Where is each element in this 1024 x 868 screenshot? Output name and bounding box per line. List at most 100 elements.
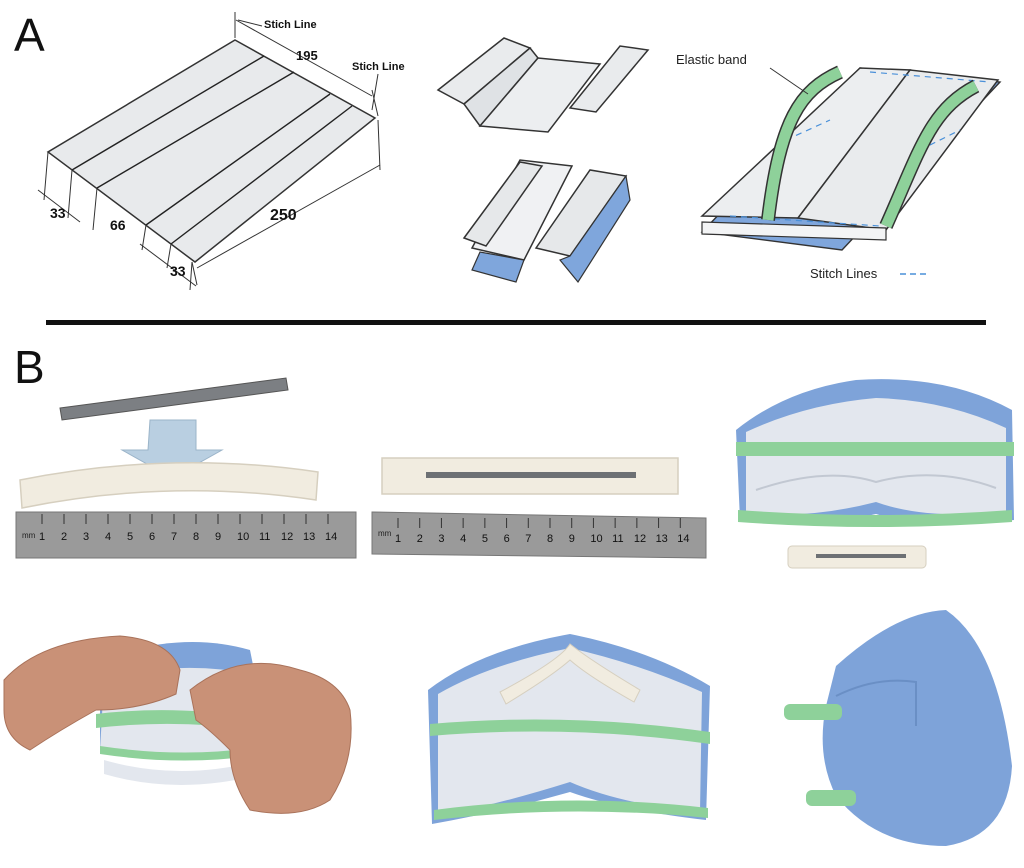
right-hand xyxy=(189,662,352,814)
ruler-tick-label: 12 xyxy=(281,531,293,543)
elastic-band-bottom xyxy=(738,510,1012,527)
dim-tick xyxy=(92,187,98,231)
ruler-tick-label: 5 xyxy=(127,531,133,543)
ruler-unit: mm xyxy=(378,529,392,538)
ruler-tick-label: 8 xyxy=(193,531,199,543)
ruler-tick-label: 2 xyxy=(61,531,67,543)
stitch-line xyxy=(869,71,991,83)
elastic-loop-top xyxy=(784,704,842,720)
width-dimension: 195 xyxy=(296,48,318,63)
ruler-body xyxy=(371,511,707,559)
left-hand xyxy=(3,635,181,751)
dim-tick xyxy=(371,89,379,117)
ruler-tick-label: 11 xyxy=(259,531,270,543)
mask-fold-crease xyxy=(755,474,997,491)
dim-line xyxy=(37,189,81,223)
ruler-tick-label: 9 xyxy=(215,531,221,543)
ruler-tick-label: 11 xyxy=(612,533,623,545)
leader-line xyxy=(371,73,379,111)
stitch-line-right-label: Stich Line xyxy=(352,61,405,73)
dim-tick xyxy=(191,261,198,286)
ruler-tick-label: 8 xyxy=(547,533,553,545)
ruler-tick-label: 4 xyxy=(105,531,111,543)
elastic-band-top xyxy=(430,719,710,744)
dim-line xyxy=(139,243,197,287)
ruler-tick-label: 3 xyxy=(438,533,444,545)
dim-line xyxy=(235,19,373,97)
elastic-band-label: Elastic band xyxy=(676,52,747,67)
ruler-tick-label: 9 xyxy=(569,533,575,545)
folded-flap-left xyxy=(462,161,544,247)
section-divider xyxy=(46,320,986,325)
ruler-tick-label: 14 xyxy=(325,531,337,543)
length-dimension: 250 xyxy=(270,207,297,224)
ruler-tick-label: 13 xyxy=(656,533,668,545)
leader-line xyxy=(769,67,809,95)
fold-panel-center xyxy=(478,57,602,133)
ruler-tick-label: 12 xyxy=(634,533,646,545)
mask-body xyxy=(822,610,1012,846)
dim-tick xyxy=(43,151,49,201)
segment-left-dimension: 33 xyxy=(50,205,66,221)
foam-nose-piece xyxy=(499,643,641,705)
mask-white-inner xyxy=(746,398,1006,515)
dim-tick xyxy=(377,119,381,171)
dim-tick xyxy=(67,169,73,219)
stitch-line xyxy=(729,215,881,227)
stitch-line-top-label: Stich Line xyxy=(264,19,317,31)
elastic-loop-bottom xyxy=(806,790,856,806)
stitch-line xyxy=(919,129,961,151)
elastic-band-bottom xyxy=(100,746,252,761)
fold-line xyxy=(170,105,353,245)
leader-line xyxy=(237,19,263,27)
photo-mask-interior xyxy=(736,379,1014,569)
stitch-lines-label: Stitch Lines xyxy=(810,266,878,281)
ruler-tick-label: 3 xyxy=(83,531,89,543)
fold-line xyxy=(145,93,331,226)
ruler-tick-label: 10 xyxy=(237,531,249,543)
blue-underside-left xyxy=(471,251,525,283)
elastic-band-top xyxy=(736,442,1014,456)
panel-label-b: B xyxy=(14,341,45,393)
ruler-unit: mm xyxy=(22,531,36,540)
ruler-tick-label: 6 xyxy=(149,531,155,543)
embedded-wire xyxy=(426,472,636,478)
ruler-tick-label: 5 xyxy=(482,533,488,545)
ruler-tick-label: 13 xyxy=(303,531,315,543)
ruler-tick-label: 7 xyxy=(171,531,177,543)
elastic-band-bottom xyxy=(434,800,708,820)
ruler-tick-label: 1 xyxy=(395,533,401,545)
assembled-mask-drawing: Elastic band Stitch Lines xyxy=(676,52,1002,281)
sheet-dimension-drawing: Stich Line Stich Line 195 250 33 66 33 xyxy=(37,12,405,291)
flat-sheet xyxy=(46,39,377,263)
mask-seam xyxy=(835,679,917,726)
elastic-band-left xyxy=(762,66,843,221)
segment-right-dimension: 33 xyxy=(170,263,186,279)
ruler-tick-label: 1 xyxy=(39,531,45,543)
fold-sequence-drawing xyxy=(436,37,650,284)
mask-lower-fold xyxy=(104,760,262,785)
panel-label-a: A xyxy=(14,9,45,61)
foam-strip-curved xyxy=(19,461,319,509)
ruler-tick-label: 6 xyxy=(504,533,510,545)
ruler-tick-label: 14 xyxy=(677,533,689,545)
photo-hands-inserting xyxy=(3,635,352,814)
dim-line xyxy=(196,164,381,269)
embedded-wire-small xyxy=(816,554,906,558)
ruler-tick-label: 10 xyxy=(590,533,602,545)
fold-line xyxy=(96,71,295,189)
fold-line xyxy=(71,55,265,171)
blue-underside-right xyxy=(559,174,631,284)
stitch-line xyxy=(785,119,831,141)
ruler-tick-label: 2 xyxy=(417,533,423,545)
bottom-roll xyxy=(701,221,887,241)
metal-nose-strip xyxy=(59,377,289,421)
elastic-band-right xyxy=(880,81,979,229)
photo-finished-mask xyxy=(784,610,1012,846)
